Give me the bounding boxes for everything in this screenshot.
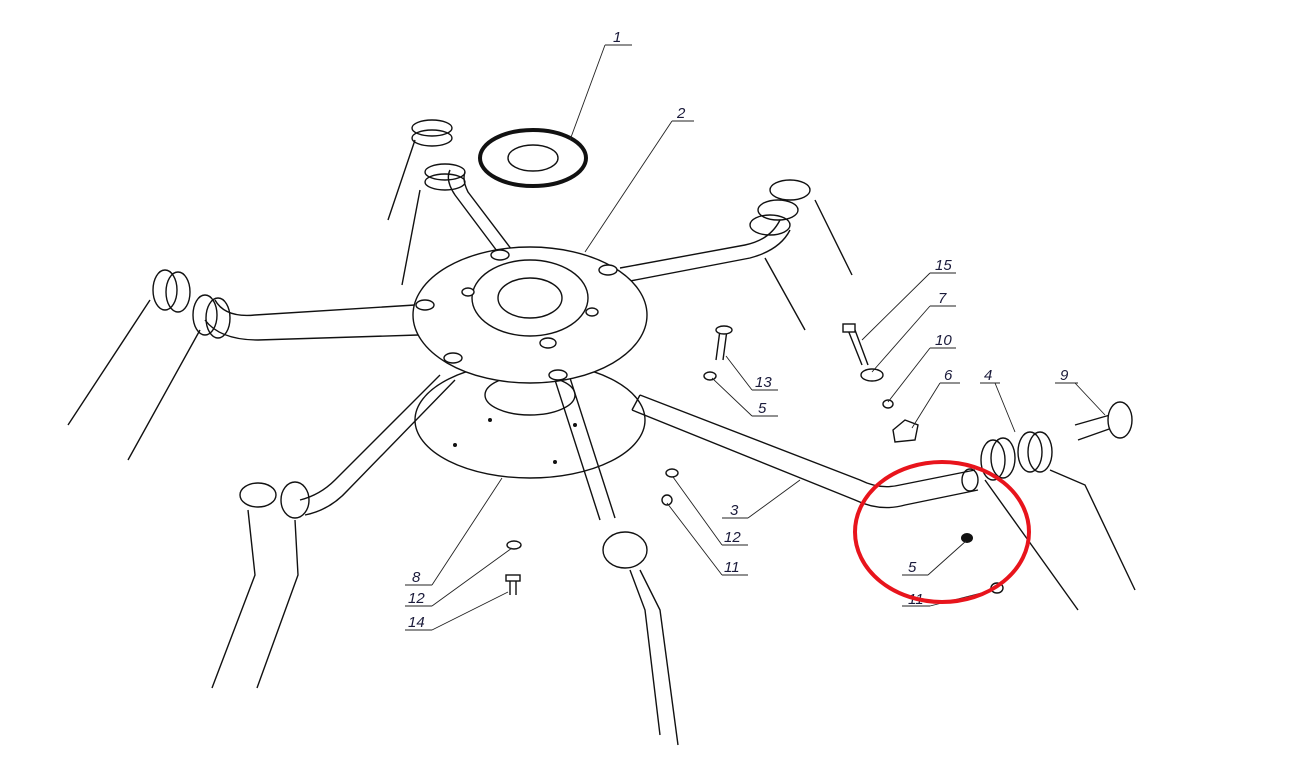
tine-springs: [67, 119, 1136, 746]
label-5: 5: [758, 400, 767, 417]
label-15: 15: [935, 257, 952, 274]
label-14: 14: [408, 614, 425, 631]
part-number-labels: 1 2 15 7 10 6 4 9 13 5 3 12 11 8 12 14 5…: [408, 29, 1069, 631]
label-13: 13: [755, 374, 772, 391]
small-parts: [505, 323, 1133, 595]
label-1: 1: [613, 29, 621, 46]
label-6: 6: [944, 367, 953, 384]
label-5b: 5: [908, 559, 917, 576]
label-10: 10: [935, 332, 952, 349]
label-3: 3: [730, 502, 739, 519]
red-highlight-circle: [853, 460, 1031, 604]
label-11: 11: [724, 559, 740, 576]
label-8: 8: [412, 569, 421, 586]
label-12: 12: [724, 529, 741, 546]
label-2: 2: [676, 105, 686, 122]
label-9: 9: [1060, 367, 1069, 384]
hub-plate-part-2: [412, 246, 648, 384]
label-12b: 12: [408, 590, 425, 607]
leader-lines: [405, 44, 1106, 631]
seal-ring-part-1: [478, 128, 588, 188]
label-4: 4: [984, 367, 992, 384]
label-7: 7: [938, 290, 947, 307]
